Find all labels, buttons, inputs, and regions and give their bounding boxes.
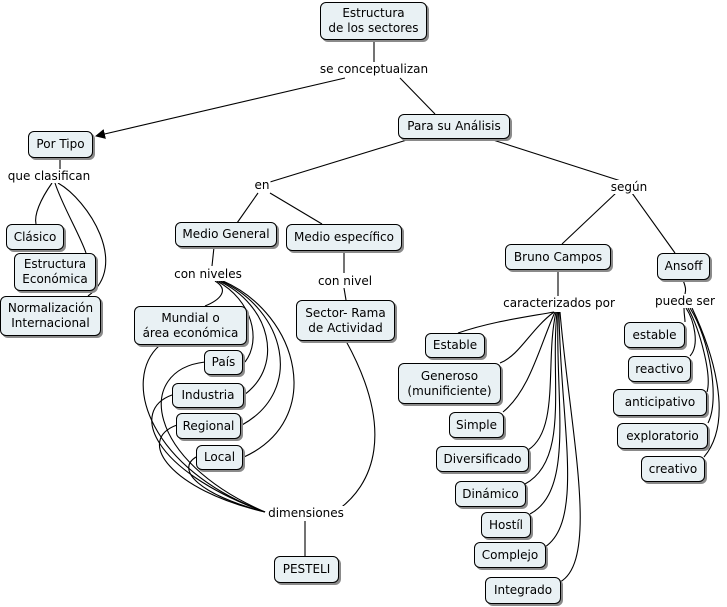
edge-cn-mundial [204,280,223,307]
edge-clasif-normalizacion [57,182,107,297]
edge-sector-dim [334,340,376,513]
edge-label-portipo [95,77,346,139]
link-en: en [253,178,271,192]
node-complejo[interactable]: Complejo [474,542,546,568]
link-segun: según [609,180,649,194]
node-local[interactable]: Local [196,445,243,470]
node-hostil[interactable]: Hostíl [481,512,531,538]
node-creativo[interactable]: creativo [641,456,705,482]
node-dinamico[interactable]: Dinámico [455,481,526,507]
edge-cn-pais [216,280,254,363]
edge-carac-integrado [559,311,581,583]
edge-segun-bruno [561,192,617,245]
node-exploratorio[interactable]: exploratorio [617,423,708,449]
edge-connivel-sector [343,287,347,301]
edge-para-segun [489,138,625,183]
edge-en-medio-especifico [269,192,323,225]
link-caracterizados-por: caracterizados por [502,296,616,310]
node-regional[interactable]: Regional [176,413,241,439]
link-puede-ser: puede ser [654,294,716,308]
edge-cn-industria [218,280,268,396]
node-pais[interactable]: País [204,350,243,375]
edge-puede-estable [683,307,686,323]
edge-ansoff-puede [682,279,687,295]
node-para-su-analisis[interactable]: Para su Análisis [398,114,510,139]
edge-puede-anticipativo [687,307,709,393]
node-estable-ansoff[interactable]: estable [624,322,685,348]
node-pesteli[interactable]: PESTELI [274,556,339,583]
node-generoso[interactable]: Generoso (munificiente) [398,363,501,404]
node-medio-general[interactable]: Medio General [175,222,277,247]
edge-carac-diversificado [527,311,557,451]
node-mundial-area-economica[interactable]: Mundial o área económica [134,306,247,345]
node-sector-rama[interactable]: Sector- Rama de Actividad [296,300,395,341]
link-se-conceptualizan: se conceptualizan [318,62,430,76]
edge-clasif-estructura [54,182,87,254]
node-industria[interactable]: Industria [172,383,244,408]
edge-carac-simple [502,311,556,413]
edge-carac-complejo [544,311,569,548]
edge-carac-generoso [499,311,555,364]
node-ansoff[interactable]: Ansoff [657,253,710,280]
edge-carac-dinamico [524,311,558,485]
edge-local-dim [188,456,266,513]
link-que-clasifican: que clasifican [6,169,92,183]
link-con-nivel: con nivel [316,274,374,288]
edge-mg-connivel [211,246,215,267]
edge-pais-dim [160,361,266,513]
edge-segun-ansoff [631,192,676,254]
edge-puede-reactivo [685,307,696,357]
node-bruno-campos[interactable]: Bruno Campos [505,244,611,270]
node-anticipativo[interactable]: anticipativo [613,389,707,416]
edge-clasif-clasico [35,182,53,225]
edge-puede-creativo [691,307,720,458]
edge-carac-estable [457,311,555,334]
edge-cn-regional [220,280,281,426]
node-medio-especifico[interactable]: Medio específico [286,224,402,251]
node-estable[interactable]: Estable [425,333,485,358]
edge-label-para [399,77,436,115]
link-dimensiones: dimensiones [267,506,345,520]
node-diversificado[interactable]: Diversificado [436,446,529,472]
edge-carac-hostil [529,311,561,515]
link-con-niveles: con niveles [173,267,243,281]
node-por-tipo[interactable]: Por Tipo [28,131,93,158]
node-estructura-economica[interactable]: Estructura Económica [14,253,96,291]
edge-para-en [269,138,411,183]
edge-cn-local [222,280,295,458]
edge-regional-dim [158,424,266,513]
node-estructura-sectores[interactable]: Estructura de los sectores [320,2,427,40]
node-normalizacion-internacional[interactable]: Normalización Internacional [0,296,101,336]
node-reactivo[interactable]: reactivo [628,356,691,382]
node-integrado[interactable]: Integrado [485,577,561,604]
node-simple[interactable]: Simple [449,412,504,438]
edge-puede-exploratorio [689,307,714,424]
edge-mundial-dim [142,344,266,513]
edge-en-medio-general [236,192,259,224]
node-clasico[interactable]: Clásico [6,224,64,250]
